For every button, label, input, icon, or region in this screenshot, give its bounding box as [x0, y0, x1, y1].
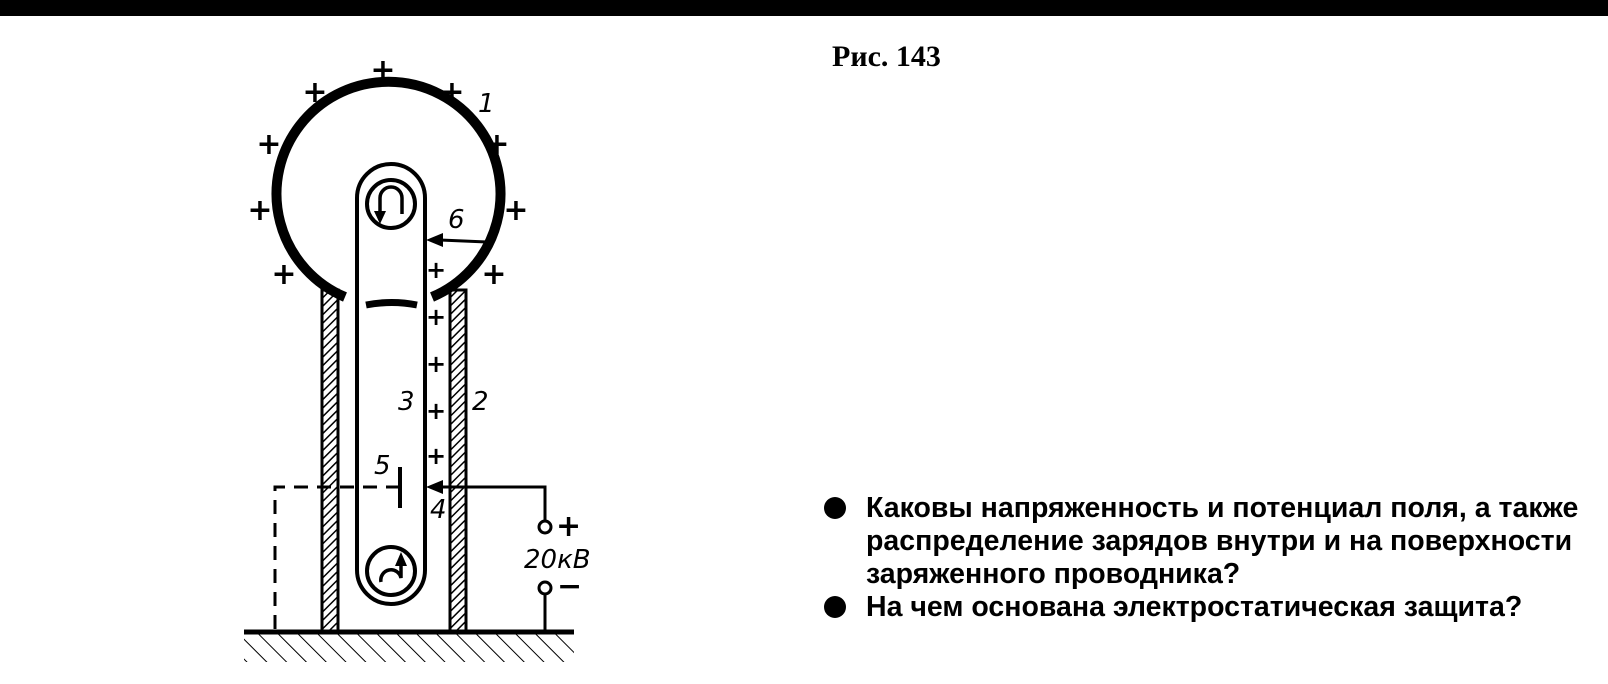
belt-charges: + + + + +: [426, 256, 446, 470]
ground-dashed-line: [273, 485, 400, 632]
label-electrode: 5: [374, 451, 391, 481]
charge-sign: +: [426, 442, 446, 470]
negative-sign: −: [557, 569, 582, 604]
label-lower-comb: 4: [430, 495, 447, 525]
sphere-conductor: [271, 76, 506, 302]
question-list: Каковы напряженность и потенциал поля, а…: [822, 492, 1602, 624]
figure-caption: Рис. 143: [832, 40, 941, 73]
ground-hatching: [244, 632, 574, 662]
bullet-icon: [824, 596, 846, 618]
sphere-charges: + + + + + + + + +: [247, 53, 528, 292]
label-upper-comb: 6: [448, 205, 465, 235]
column-right-wall: [448, 288, 468, 634]
top-rule: [0, 0, 1608, 16]
label-sphere: 1: [478, 89, 495, 119]
column-left-wall: [320, 288, 340, 634]
label-column: 2: [472, 387, 489, 417]
question-text: Каковы напряженность и потенциал поля, а…: [866, 492, 1579, 590]
question-item: На чем основана электростатическая защит…: [822, 591, 1602, 624]
bullet-icon: [824, 497, 846, 519]
lower-comb-arrow: [426, 480, 443, 494]
question-text: На чем основана электростатическая защит…: [866, 591, 1523, 623]
positive-terminal-icon: [537, 519, 553, 535]
top-pulley: [365, 178, 417, 230]
charge-sign: +: [426, 397, 446, 425]
charge-sign: +: [439, 75, 464, 110]
voltage-label: 20кВ: [524, 545, 591, 575]
upper-comb-arrow: [426, 233, 443, 247]
charge-sign: +: [503, 193, 528, 228]
label-belt: 3: [398, 387, 415, 417]
charge-sign: +: [247, 193, 272, 228]
belt: [355, 162, 427, 606]
charge-sign: +: [426, 350, 446, 378]
charge-sign: +: [302, 75, 327, 110]
charge-sign: +: [256, 127, 281, 162]
charge-sign: +: [271, 257, 296, 292]
bottom-pulley-arrow: [379, 560, 403, 583]
charge-sign: +: [370, 53, 395, 88]
bottom-pulley: [365, 545, 417, 597]
charge-sign: +: [426, 256, 446, 284]
positive-sign: +: [556, 509, 581, 544]
question-item: Каковы напряженность и потенциал поля, а…: [822, 492, 1602, 591]
sphere-bottom-plate: [365, 299, 418, 309]
charge-sign: +: [426, 303, 446, 331]
charge-sign: +: [481, 257, 506, 292]
charge-sign: +: [484, 127, 509, 162]
top-pulley-arrow: [378, 185, 404, 220]
negative-terminal-icon: [537, 580, 553, 596]
